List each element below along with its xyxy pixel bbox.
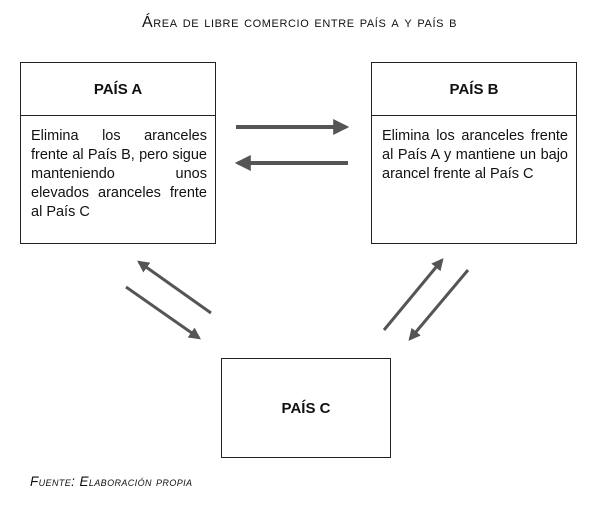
- diagram-title: Área de libre comercio entre país a y pa…: [141, 14, 458, 31]
- country-b-box: PAÍS B Elimina los aranceles frente al P…: [371, 62, 577, 244]
- arrow-c-to-a: [137, 260, 212, 315]
- country-b-description: Elimina los aranceles frente al País A y…: [382, 128, 568, 182]
- arrow-c-to-b: [382, 258, 444, 331]
- country-a-box: PAÍS A Elimina los aranceles frente al P…: [20, 62, 216, 244]
- arrow-b-to-c: [408, 269, 470, 341]
- country-a-description: Elimina los aranceles frente al País B, …: [31, 128, 207, 220]
- source-note: Fuente: Elaboración propia: [30, 474, 193, 489]
- arrow-a-to-c: [125, 285, 201, 340]
- country-c-box: PAÍS C: [221, 358, 391, 458]
- country-a-label: PAÍS A: [21, 63, 215, 116]
- country-c-label: PAÍS C: [281, 399, 331, 417]
- country-b-label: PAÍS B: [372, 63, 576, 116]
